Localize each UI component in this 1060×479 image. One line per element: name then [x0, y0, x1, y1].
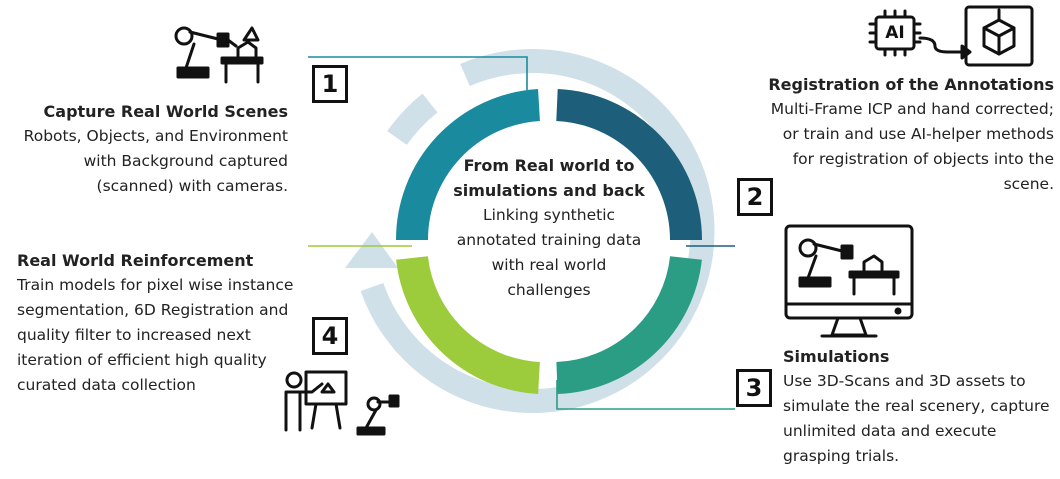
step-2-title: Registration of the Annotations: [768, 75, 1054, 94]
segment-1-arc: [395, 89, 541, 241]
step-number-2: 2: [737, 178, 773, 216]
step-2-line: Multi-Frame ICP and hand corrected;: [770, 100, 1054, 118]
step-4-title: Real World Reinforcement: [17, 251, 254, 270]
ai-chip-label: AI: [885, 23, 905, 43]
step-3-line: grasping trials.: [783, 447, 900, 465]
leader-line-1: [308, 56, 528, 90]
step-4-line: quality filter to increased next: [17, 326, 251, 344]
step-4-line: curated data collection: [17, 376, 196, 394]
step-1-line: Robots, Objects, and Environment: [23, 127, 288, 145]
ai-chip-to-3d-cube-icon: [868, 5, 1034, 67]
center-line: with real world: [491, 256, 607, 274]
step-1-line: with Background captured: [83, 152, 288, 170]
center-text: From Real world to simulations and back …: [430, 153, 668, 303]
step-2-text: Registration of the Annotations Multi-Fr…: [734, 72, 1054, 197]
segment-2-arc: [555, 89, 703, 241]
step-3-text: Simulations Use 3D-Scans and 3D assets t…: [783, 344, 1058, 469]
step-4-line: Train models for pixel wise instance: [17, 276, 294, 294]
center-title-line2: simulations and back: [453, 181, 645, 200]
step-1-line: (scanned) with cameras.: [96, 177, 288, 195]
step-4-line: iteration of efficient high quality: [17, 351, 267, 369]
step-3-line: Use 3D-Scans and 3D assets to: [783, 372, 1026, 390]
step-2-line: for registration of objects into the: [792, 150, 1054, 168]
step-4-text: Real World Reinforcement Train models fo…: [17, 248, 312, 398]
step-2-line: or train and use AI-helper methods: [782, 125, 1054, 143]
center-line: Linking synthetic: [482, 206, 616, 224]
step-3-line: simulate the real scenery, capture: [783, 397, 1050, 415]
step-number-3: 3: [736, 369, 772, 407]
step-4-line: segmentation, 6D Registration and: [17, 301, 289, 319]
presenter-with-robot-icon: [284, 370, 400, 436]
cycle-arrowhead: [345, 232, 398, 268]
monitor-with-robot-simulation-icon: [784, 224, 914, 338]
step-number-4: 4: [312, 317, 348, 355]
step-3-title: Simulations: [783, 347, 890, 366]
center-line: challenges: [507, 281, 591, 299]
robot-arm-with-table-icon: [174, 26, 264, 84]
center-line: annotated training data: [456, 231, 642, 249]
step-number-1: 1: [312, 65, 348, 103]
segment-4-arc: [396, 255, 541, 394]
segment-3-arc: [555, 255, 702, 394]
step-1-text: Capture Real World Scenes Robots, Object…: [0, 99, 288, 199]
leader-line-3: [556, 380, 735, 410]
step-2-line: scene.: [1003, 175, 1054, 193]
step-1-title: Capture Real World Scenes: [43, 102, 288, 121]
center-title-line1: From Real world to: [463, 156, 635, 175]
step-3-line: unlimited data and execute: [783, 422, 997, 440]
